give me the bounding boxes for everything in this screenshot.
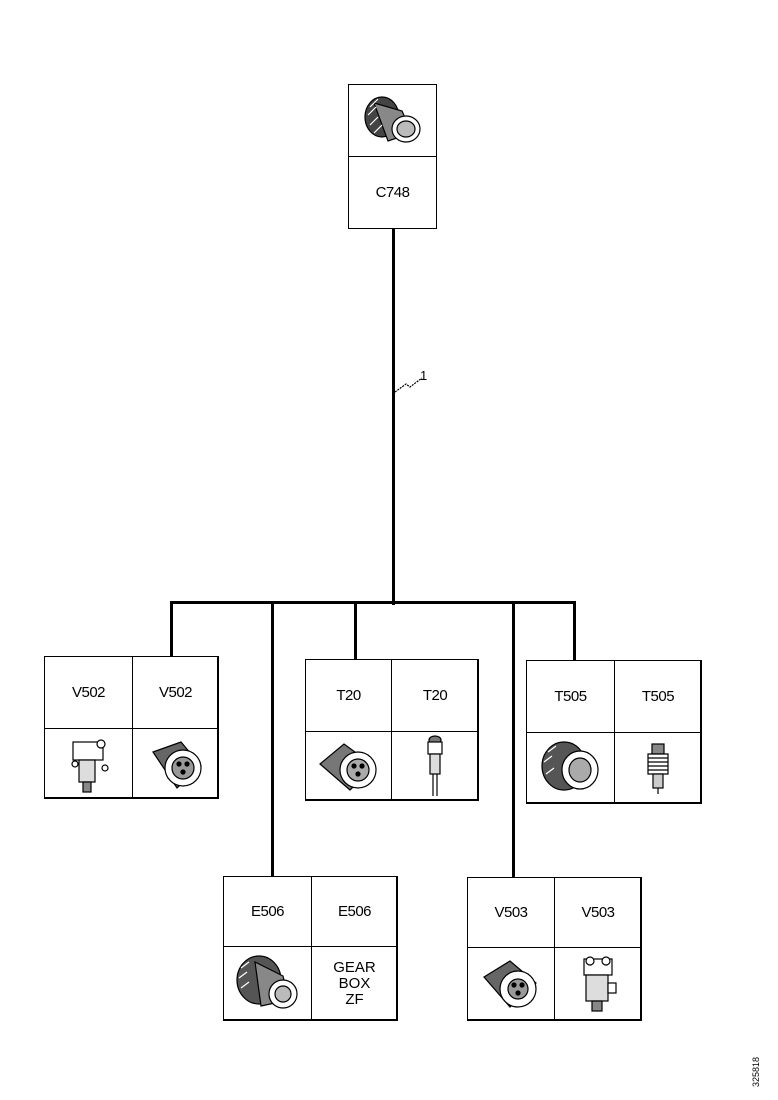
group-v502-image-right: [133, 729, 218, 798]
group-v502-box: V502 V502: [44, 656, 219, 799]
round-connector-icon: [235, 954, 298, 1009]
valve-icon: [583, 956, 617, 1012]
group-v503-label-right: V503: [555, 878, 641, 948]
round-connector-icon: [318, 743, 377, 791]
connector-c748-image: [349, 85, 436, 157]
group-e506-label-right: E506: [312, 877, 397, 947]
group-v503-label-left: V503: [468, 878, 555, 948]
group-v503-image-left: [468, 948, 555, 1020]
group-t20-image-left: [306, 732, 392, 800]
drop-wire-v503: [512, 601, 515, 878]
drop-wire-t505: [573, 601, 576, 661]
group-t20-image-right: [392, 732, 478, 800]
trunk-wire: [392, 228, 395, 605]
drop-wire-e506: [271, 601, 274, 877]
group-t505-label-left: T505: [527, 661, 615, 733]
group-t20-box: T20 T20: [305, 659, 479, 801]
group-v502-image-left: [45, 729, 133, 798]
connector-c748-box: C748: [348, 84, 437, 229]
group-t20-label-right: T20: [392, 660, 478, 732]
group-t505-label-right: T505: [615, 661, 701, 733]
group-v503-box: V503 V503: [467, 877, 642, 1021]
group-t505-box: T505 T505: [526, 660, 702, 804]
group-v502-label-left: V502: [45, 657, 133, 729]
callout-leader: [394, 377, 423, 393]
wire-callout-number: 1: [420, 368, 428, 383]
round-connector-icon: [151, 740, 202, 789]
sensor-icon: [427, 735, 443, 796]
round-connector-icon: [363, 95, 421, 143]
round-connector-icon: [540, 741, 599, 791]
gearbox-note-line-1: GEAR: [333, 958, 376, 976]
connector-c748-label: C748: [375, 184, 410, 201]
group-v502-label-right: V502: [133, 657, 218, 729]
round-connector-icon: [483, 960, 537, 1008]
gearbox-note-line-2: BOX: [338, 974, 371, 992]
group-t505-image-left: [527, 733, 615, 803]
group-e506-box: E506 E506 GEAR BOX ZF: [223, 876, 398, 1021]
group-e506-image-left: [224, 947, 312, 1020]
group-v503-image-right: [555, 948, 641, 1020]
group-e506-label-left: E506: [224, 877, 312, 947]
gearbox-note-line-3: ZF: [345, 990, 364, 1008]
valve-icon: [70, 738, 109, 793]
drop-wire-t20: [354, 601, 357, 660]
group-e506-note-cell: GEAR BOX ZF: [312, 947, 397, 1020]
group-t505-image-right: [615, 733, 701, 803]
group-t20-label-left: T20: [306, 660, 392, 732]
pressure-switch-icon: [647, 743, 669, 794]
drawing-code: 325818: [751, 1056, 761, 1088]
drop-wire-v502: [170, 601, 173, 658]
bus-wire: [170, 601, 576, 604]
